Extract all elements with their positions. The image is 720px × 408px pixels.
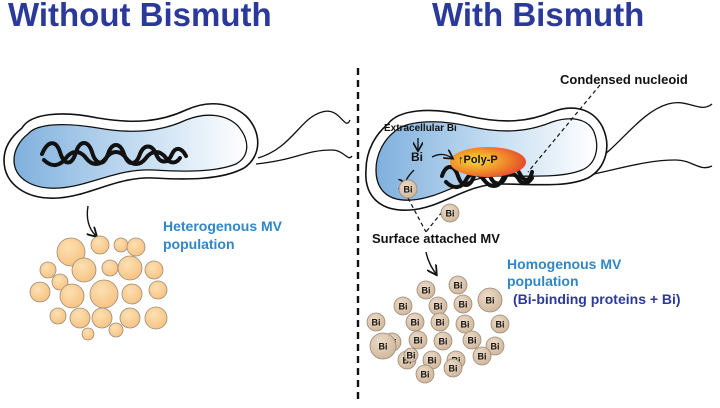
left-arrow [87, 205, 96, 236]
bi-vesicle-label: Bi [478, 352, 487, 362]
up-arrow-icon: ↑ [458, 154, 464, 166]
bi-vesicle [462, 330, 482, 350]
bi-vesicle [366, 312, 386, 332]
mv-vesicle [126, 237, 146, 257]
mv-vesicle [51, 273, 69, 291]
mv-vesicle [49, 307, 67, 325]
bi-vesicle-label: Bi [491, 342, 500, 352]
left-bacterium [3, 102, 353, 199]
bi-to-polyp-arrow [431, 154, 452, 158]
bi-vesicle-label: Bi [461, 320, 470, 330]
bi-vesicle-label: Bi [486, 296, 495, 306]
bi-vesicle-label: Bi [407, 351, 416, 361]
label-bi-inside: Bi [411, 150, 423, 164]
bi-vesicle [455, 314, 475, 334]
mv-vesicle [39, 261, 57, 279]
mv-vesicle [81, 327, 95, 341]
left-flagellum-1 [257, 110, 351, 159]
bi-vesicle-label: Bi [454, 281, 463, 291]
bi-vesicle [472, 346, 492, 366]
bi-vesicle [433, 331, 453, 351]
label-heterogenous-line1: Heterogenous MV [163, 218, 283, 234]
label-heterogenous-line2: population [163, 236, 235, 252]
mv-vesicle [89, 279, 119, 309]
nucleoid-pointer-line [527, 84, 601, 173]
bi-vesicle [369, 332, 397, 360]
label-bi-binding: (Bi-binding proteins + Bi) [513, 291, 681, 307]
label-condensed-nucleoid: Condensed nucleoid [560, 72, 688, 87]
label-homogenous-line1: Homogenous MV [507, 256, 622, 272]
mv-vesicle [56, 237, 86, 267]
bi-vesicle-label: Bi [372, 318, 381, 328]
right-flagellum-2 [593, 159, 713, 175]
bi-vesicle-label: Bi [428, 356, 437, 366]
mv-vesicle [71, 257, 97, 283]
bi-vesicle [485, 336, 505, 356]
bi-vesicle [490, 314, 510, 334]
mv-vesicle [121, 283, 143, 305]
poly-p-text: Poly-P [463, 154, 498, 166]
surface-bi-vesicle-1-label: Bi [404, 185, 413, 195]
bi-vesicle-label: Bi [422, 286, 431, 296]
right-flagellum-1 [591, 102, 713, 165]
bi-vesicle [416, 280, 436, 300]
mv-vesicle [90, 235, 110, 255]
left-nucleoid [40, 141, 188, 167]
bi-vesicle [443, 358, 463, 378]
label-homogenous-line2: population [507, 273, 579, 289]
mv-vesicle [113, 237, 129, 253]
surface-bi-vesicle-2-label: Bi [446, 209, 455, 219]
mv-vesicle [144, 260, 164, 280]
bi-vesicle [403, 347, 419, 363]
left-cell-inner [13, 114, 248, 189]
bi-vesicle [448, 275, 468, 295]
bi-vesicle-label: Bi [459, 300, 468, 310]
heading-without-bismuth: Without Bismuth [8, 0, 272, 33]
bi-vesicle [415, 364, 435, 384]
mv-vesicle [59, 283, 85, 309]
bi-vesicle-label: Bi [421, 370, 430, 380]
bi-vesicle [405, 312, 425, 332]
mv-vesicle [29, 281, 51, 303]
bi-vesicle-label: Bi [399, 302, 408, 312]
mv-vesicle [119, 307, 141, 329]
bi-vesicle-label: Bi [436, 318, 445, 328]
bi-vesicle [453, 294, 473, 314]
bi-vesicle [408, 330, 428, 350]
label-surface-attached-mv: Surface attached MV [372, 231, 500, 246]
poly-p-granule [450, 147, 526, 177]
bi-vesicle-label: Bi [449, 364, 458, 374]
left-flagellum-2 [255, 149, 353, 165]
bi-vesicle-label: Bi [411, 318, 420, 328]
bi-vesicle-label: Bi [434, 302, 443, 312]
mv-vesicle [108, 322, 124, 338]
bi-vesicle-label: Bi [414, 336, 423, 346]
mv-vesicle [144, 306, 168, 330]
mv-vesicle [91, 307, 113, 329]
bi-vesicle-label: Bi [496, 320, 505, 330]
surface-mv-pointer-2 [425, 211, 443, 233]
mv-vesicle [148, 280, 168, 300]
mv-vesicle [101, 259, 119, 277]
right-bacterium [365, 102, 713, 211]
bi-vesicle [477, 287, 503, 313]
bi-vesicle-label: Bi [379, 342, 388, 352]
bi-vesicle [393, 296, 413, 316]
mv-vesicle [117, 255, 143, 281]
bi-vesicle-label: Bi [439, 337, 448, 347]
bi-vesicle [430, 312, 450, 332]
right-arrow [425, 251, 436, 274]
surface-bi-vesicle-1 [398, 179, 418, 199]
label-poly-p: ↑Poly-P [458, 154, 498, 166]
heterogenous-vesicle-cluster [29, 235, 168, 341]
surface-bi-vesicle-2 [440, 203, 460, 223]
mv-vesicle [69, 307, 91, 329]
bi-vesicle-label: Bi [468, 336, 477, 346]
label-extracellular-bi: Extracellular Bi [384, 123, 457, 134]
heading-with-bismuth: With Bismuth [432, 0, 645, 33]
